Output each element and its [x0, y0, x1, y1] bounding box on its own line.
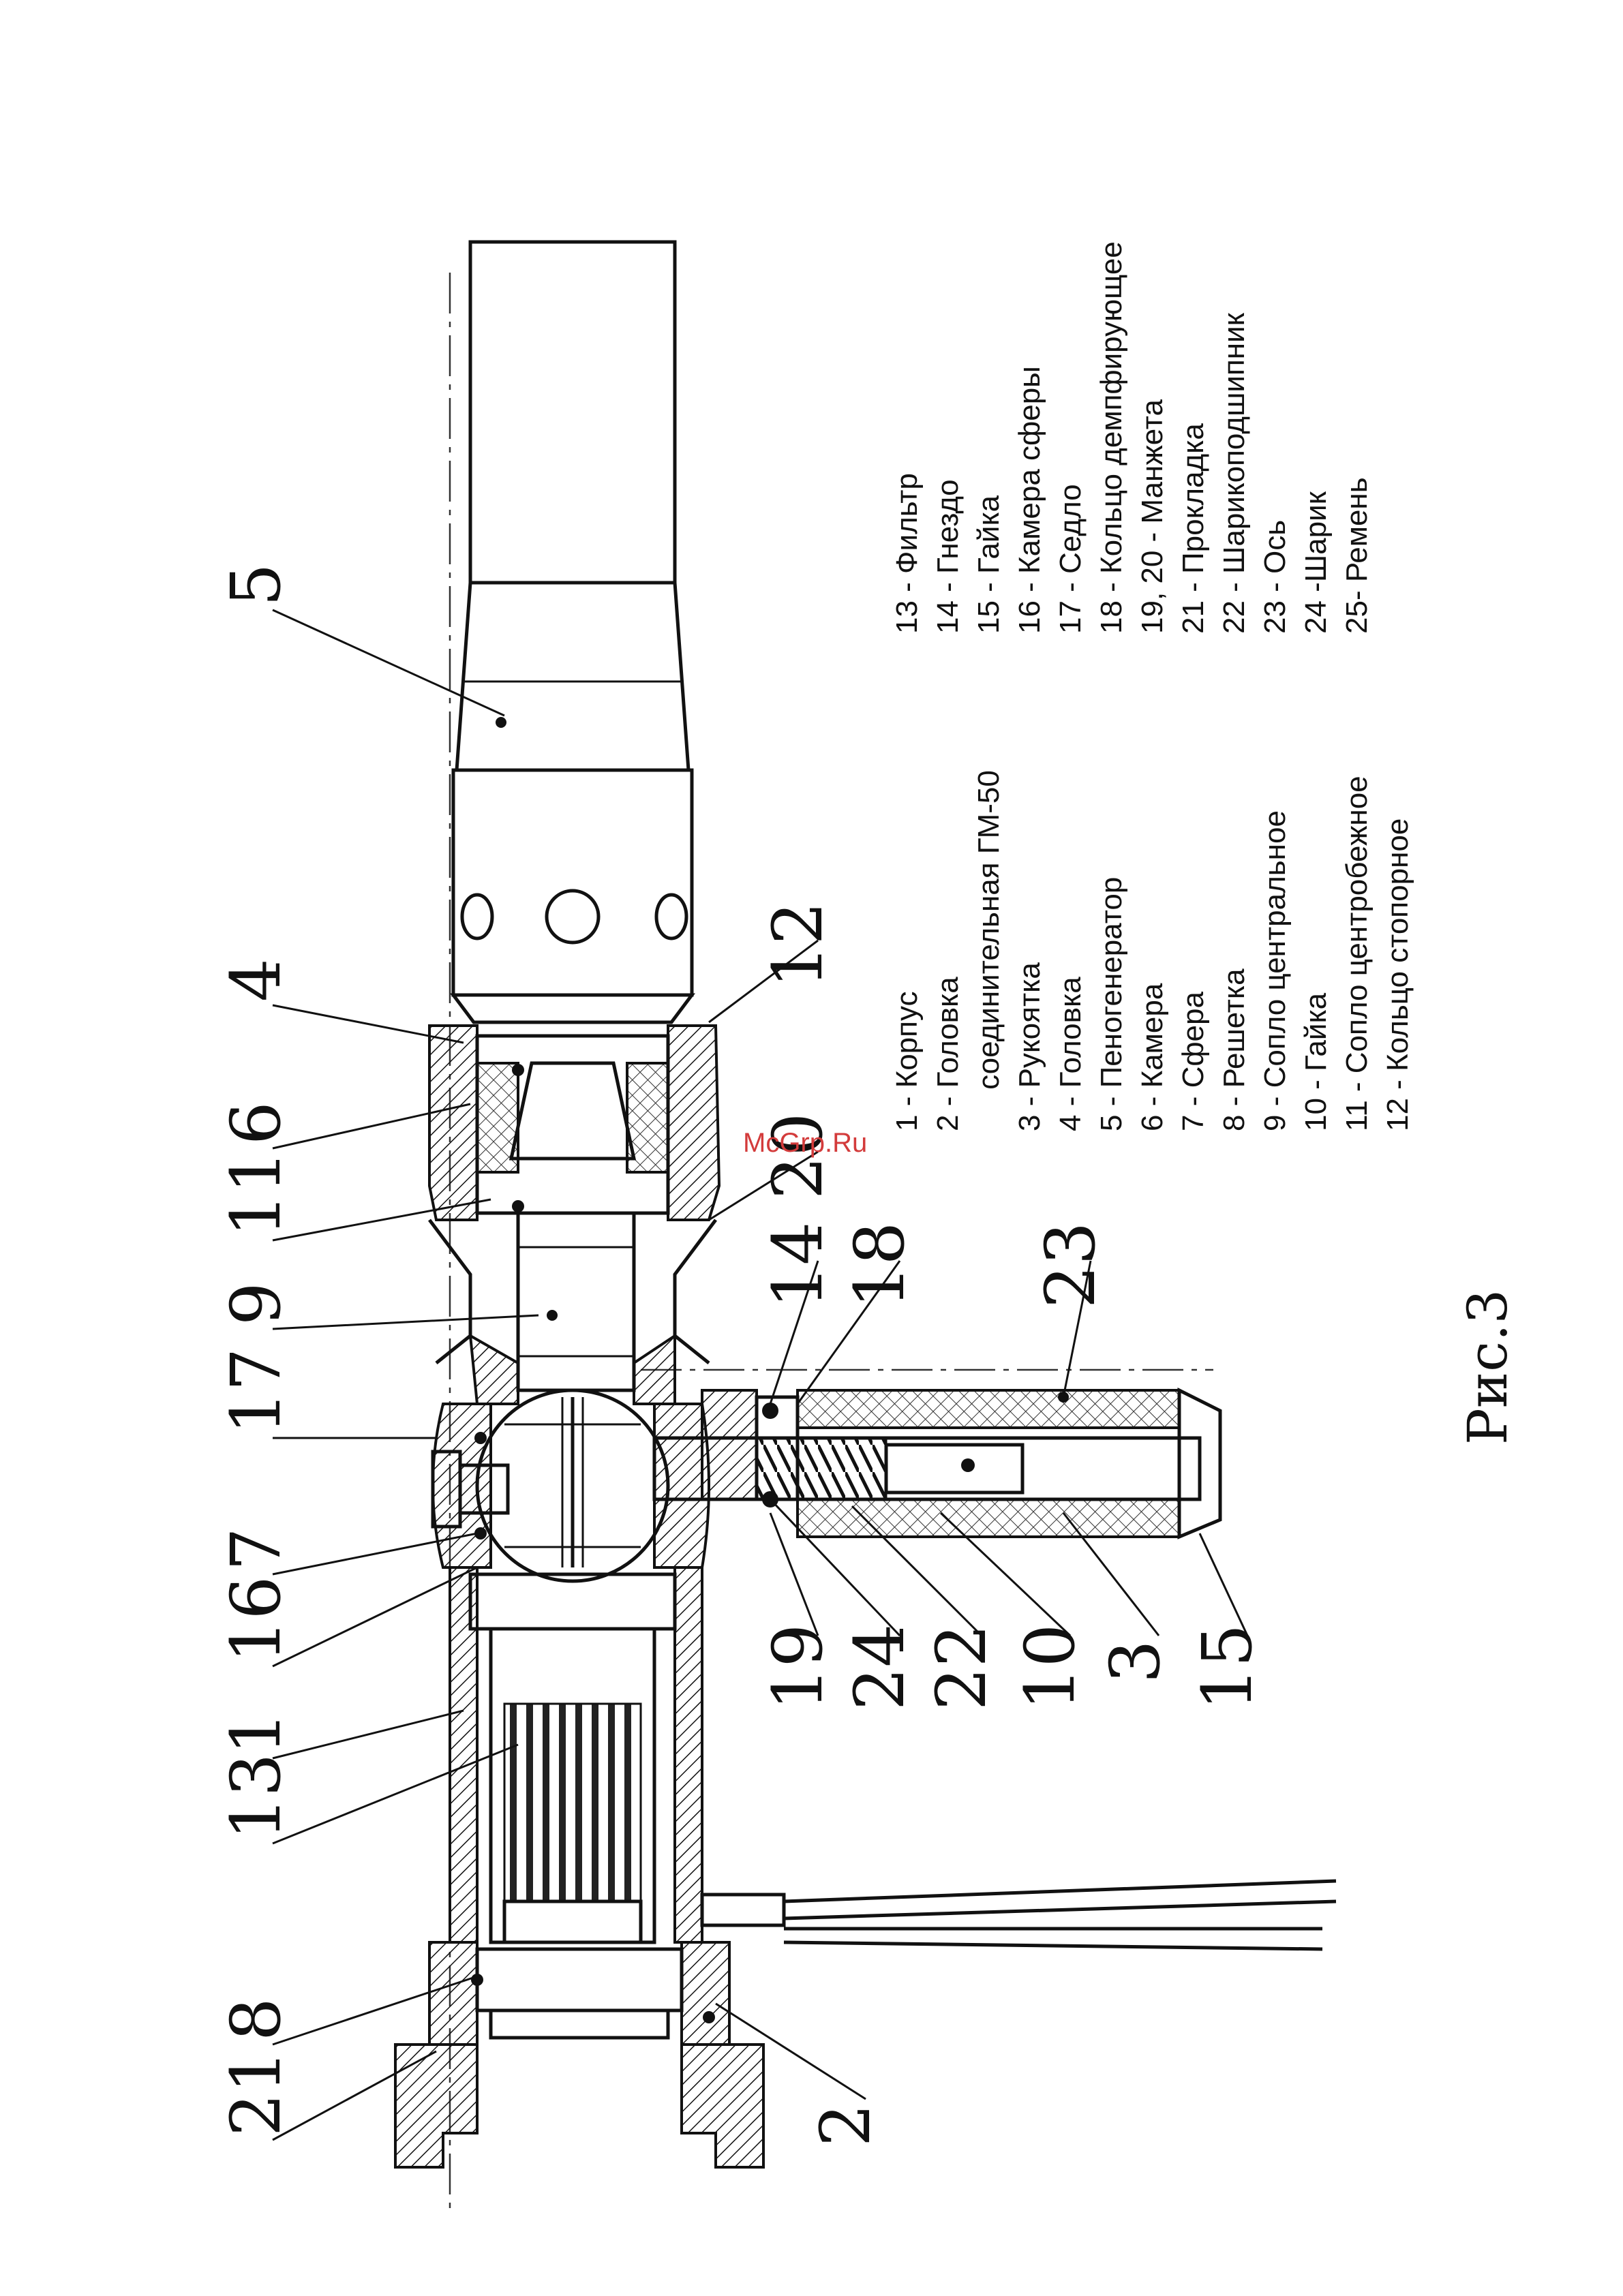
figure-caption-label: Рис.3	[1456, 1289, 1519, 1445]
sphere-assembly	[431, 1388, 710, 1583]
callout-22: 22	[922, 1624, 1001, 1711]
callout-23: 23	[1031, 1222, 1110, 1308]
central-nozzle	[468, 1211, 676, 1405]
callout-19: 19	[758, 1624, 838, 1711]
leader-lines	[272, 609, 1249, 2141]
legend-left-line: 11 - Сопло центробежное	[1340, 776, 1374, 1131]
callout-15: 15	[1187, 1624, 1267, 1711]
callout-7: 7	[216, 1527, 296, 1571]
legend-left-line: 7 - Сфера	[1177, 992, 1210, 1131]
legend-right: 13 - Фильтр 14 - Гнездо 15 - Гайка 16 - …	[890, 241, 1374, 634]
legend-right-line: 18 - Кольцо демпфирующее	[1095, 241, 1128, 634]
callout-6: 6	[216, 1101, 296, 1145]
legend-right-line: 22 - Шарикоподшипник	[1217, 312, 1251, 634]
legend-right-line: 14 - Гнездо	[931, 479, 965, 634]
legend-right-line: 23 - Ось	[1258, 520, 1292, 634]
callout-17: 17	[216, 1348, 296, 1435]
legend-right-line: 24 -Шарик	[1299, 491, 1333, 634]
legend-left-line: 1 - Корпус	[890, 992, 924, 1131]
legend-left-line: 2 - Головка	[931, 977, 965, 1131]
callout-20: 20	[758, 1113, 838, 1199]
assembly-drawing	[394, 240, 1337, 2208]
legend-left-line: 4 - Головка	[1054, 977, 1087, 1131]
legend-left-line: 6 - Камера	[1136, 983, 1169, 1131]
callout-24: 24	[840, 1624, 920, 1711]
callout-3: 3	[1095, 1640, 1175, 1683]
legend-left-line: 8 - Решетка	[1217, 968, 1251, 1131]
body-and-filter	[449, 1566, 703, 1944]
callout-numbers: 5 4 6 11 9 17 7 16 1 13 8 21 2 12 20 14 …	[216, 563, 1267, 2147]
watermark: McGrp.Ru	[743, 1128, 867, 1158]
legend-left-line: 12 - Кольцо стопорное	[1381, 818, 1414, 1131]
callout-5: 5	[216, 563, 296, 607]
callout-4: 4	[216, 958, 296, 1002]
head-and-chamber	[428, 1024, 721, 1364]
foam-generator	[450, 240, 695, 1024]
legend-right-line: 21 - Прокладка	[1177, 423, 1210, 634]
callout-1: 1	[216, 1711, 296, 1755]
callout-18: 18	[840, 1222, 920, 1308]
callout-10: 10	[1010, 1624, 1090, 1711]
callout-12: 12	[758, 902, 838, 988]
callout-13: 13	[216, 1754, 296, 1840]
callout-2: 2	[806, 2103, 885, 2147]
callout-9: 9	[216, 1282, 296, 1326]
callout-11: 11	[216, 1150, 296, 1237]
legend-left-line: 10 - Гайка	[1299, 992, 1333, 1131]
legend-left: 1 - Корпус 2 - Головка соединительная ГМ…	[890, 770, 1414, 1131]
legend-right-line: 19, 20 - Манжета	[1136, 399, 1169, 634]
legend-right-line: 15 - Гайка	[972, 495, 1005, 634]
callout-14: 14	[758, 1222, 838, 1308]
legend-right-line: 16 - Камера сферы	[1013, 366, 1046, 634]
strap	[700, 1879, 1337, 1951]
legend-right-line: 17 - Седло	[1054, 484, 1087, 634]
legend-right-line: 13 - Фильтр	[890, 473, 924, 634]
callout-16: 16	[216, 1576, 296, 1663]
legend-right-line: 25- Ремень	[1340, 477, 1374, 634]
legend-left-line: 3 - Рукоятка	[1013, 962, 1046, 1131]
handle	[652, 1387, 1222, 1540]
callout-21: 21	[216, 2050, 296, 2137]
legend-left-line: соединительная ГМ-50	[972, 770, 1005, 1131]
connecting-head	[394, 1941, 765, 2169]
callout-8: 8	[216, 1997, 296, 2041]
legend-left-line: 9 - Сопло центральное	[1258, 810, 1292, 1131]
legend-left-line: 5 - Пеногенератор	[1095, 877, 1128, 1131]
